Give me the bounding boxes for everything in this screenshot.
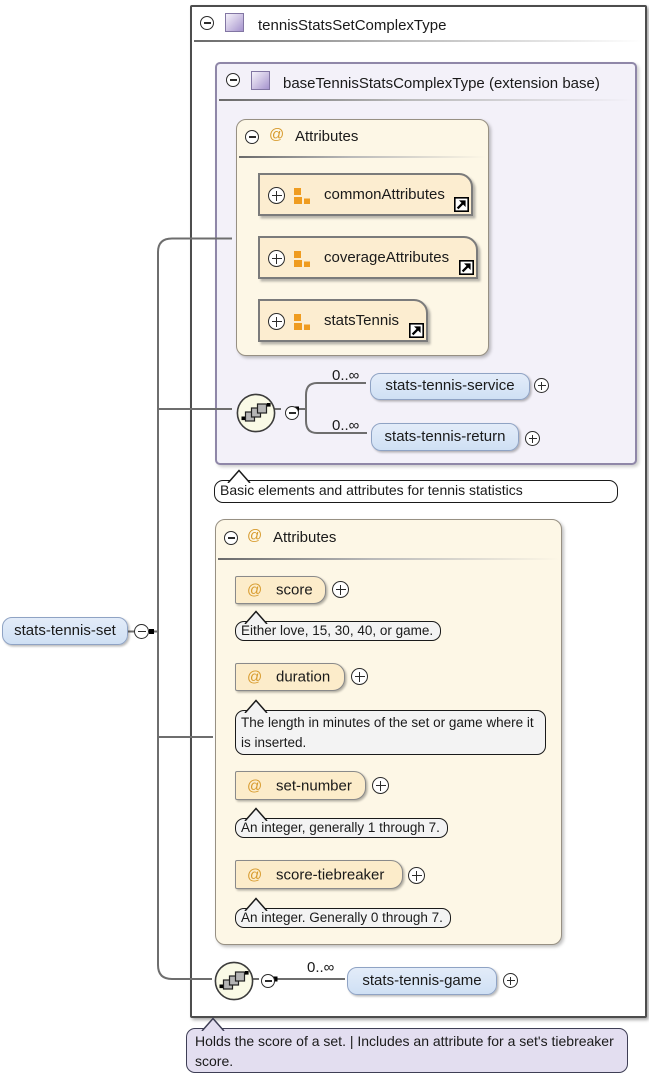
- expand-toggle-score[interactable]: [332, 581, 349, 598]
- cardinality-label: 0..∞: [332, 367, 360, 384]
- attribute-group-icon: [294, 188, 310, 204]
- attribute-set-number[interactable]: @ set-number: [235, 771, 366, 800]
- attribute-group-label: commonAttributes: [324, 186, 445, 203]
- at-icon: @: [269, 126, 285, 143]
- header-separator: [218, 558, 559, 560]
- complextype-icon: [251, 71, 270, 90]
- attribute-score[interactable]: @ score: [235, 576, 326, 604]
- expand-toggle[interactable]: [268, 313, 285, 330]
- at-icon: @: [247, 581, 263, 599]
- header-separator: [219, 99, 633, 101]
- at-icon: @: [247, 777, 263, 794]
- caption-text: Holds the score of a set. | Includes an …: [195, 1033, 614, 1069]
- expand-toggle-stats-tennis-service[interactable]: [534, 378, 549, 393]
- caption-text: Basic elements and attributes for tennis…: [220, 482, 523, 498]
- attribute-doc-duration: The length in minutes of the set or game…: [235, 699, 546, 755]
- at-icon: @: [247, 668, 263, 686]
- element-stats-tennis-game[interactable]: stats-tennis-game: [347, 967, 497, 995]
- collapse-toggle-root[interactable]: [200, 16, 214, 30]
- doc-text: An integer, generally 1 through 7.: [241, 820, 440, 835]
- attribute-label: duration: [276, 668, 331, 686]
- element-stats-tennis-return[interactable]: stats-tennis-return: [371, 423, 519, 451]
- header-separator: [194, 40, 643, 42]
- tooltip-pointer: [244, 610, 268, 624]
- complextype-container-tennisStatsSet: tennisStatsSetComplexType baseTennisStat…: [190, 5, 647, 1018]
- sequence-icon[interactable]: [236, 393, 276, 433]
- attribute-duration[interactable]: @ duration: [235, 663, 345, 691]
- doc-text: The length in minutes of the set or game…: [241, 715, 534, 750]
- collapse-toggle-stats-tennis-set[interactable]: [134, 624, 149, 639]
- base-type-caption: Basic elements and attributes for tennis…: [214, 469, 618, 503]
- header-separator: [239, 156, 486, 158]
- expand-toggle-duration[interactable]: [351, 668, 368, 685]
- at-icon: @: [247, 866, 263, 883]
- attribute-label: score: [276, 581, 313, 599]
- cardinality-label: 0..∞: [332, 417, 360, 434]
- attributes-box: @ Attributes @ score Either love, 15, 30…: [215, 519, 562, 945]
- expand-toggle-score-tiebreaker[interactable]: [408, 867, 425, 884]
- jump-to-definition-icon[interactable]: [454, 197, 469, 212]
- attributes-header: Attributes: [273, 529, 337, 546]
- complextype-icon: [225, 13, 244, 32]
- doc-text: Either love, 15, 30, 40, or game.: [241, 623, 434, 638]
- element-label: stats-tennis-service: [385, 377, 515, 394]
- cardinality-label: 0..∞: [307, 959, 335, 976]
- base-type-title: baseTennisStatsComplexType (extension ba…: [283, 75, 600, 92]
- attribute-group-commonAttributes[interactable]: commonAttributes: [258, 173, 473, 216]
- attribute-group-label: coverageAttributes: [324, 249, 450, 266]
- caption-pointer: [201, 1017, 225, 1031]
- element-label: stats-tennis-return: [384, 428, 506, 445]
- element-label: stats-tennis-game: [362, 972, 482, 989]
- attribute-groups-box: @ Attributes commonAttributes: [236, 119, 489, 356]
- attribute-doc-score: Either love, 15, 30, 40, or game.: [235, 610, 442, 641]
- attribute-score-tiebreaker[interactable]: @ score-tiebreaker: [235, 860, 403, 889]
- attribute-group-icon: [294, 314, 310, 330]
- doc-text: An integer. Generally 0 through 7.: [241, 910, 443, 925]
- element-caption: Holds the score of a set. | Includes an …: [186, 1017, 628, 1073]
- expand-toggle[interactable]: [268, 250, 285, 267]
- collapse-toggle-sequence[interactable]: [285, 406, 299, 420]
- attr-groups-header: Attributes: [295, 128, 359, 145]
- attribute-group-label: statsTennis: [324, 312, 400, 329]
- at-icon: @: [247, 527, 263, 544]
- complextype-container-base: baseTennisStatsComplexType (extension ba…: [215, 62, 637, 465]
- attribute-doc-score-tiebreaker: An integer. Generally 0 through 7.: [235, 897, 451, 928]
- sequence-icon[interactable]: [214, 961, 254, 1001]
- attribute-group-coverageAttributes[interactable]: coverageAttributes: [258, 236, 478, 279]
- collapse-toggle-sequence[interactable]: [261, 974, 275, 988]
- root-type-title: tennisStatsSetComplexType: [258, 17, 447, 34]
- element-stats-tennis-set[interactable]: stats-tennis-set: [2, 617, 128, 645]
- element-label: stats-tennis-set: [14, 622, 116, 639]
- attribute-label: score-tiebreaker: [276, 866, 385, 883]
- tooltip-pointer: [244, 699, 268, 713]
- collapse-toggle-base[interactable]: [226, 73, 240, 87]
- expand-toggle-set-number[interactable]: [372, 777, 389, 794]
- expand-toggle-stats-tennis-return[interactable]: [525, 431, 540, 446]
- tooltip-pointer: [244, 897, 268, 911]
- caption-pointer: [227, 469, 251, 483]
- attribute-doc-set-number: An integer, generally 1 through 7.: [235, 807, 448, 838]
- expand-toggle[interactable]: [268, 187, 285, 204]
- collapse-toggle-attr-groups[interactable]: [245, 130, 259, 144]
- expand-toggle-stats-tennis-game[interactable]: [503, 973, 518, 988]
- attribute-group-icon: [294, 251, 310, 267]
- collapse-toggle-attributes[interactable]: [224, 531, 238, 545]
- jump-to-definition-icon[interactable]: [459, 260, 474, 275]
- tooltip-pointer: [244, 807, 268, 821]
- element-stats-tennis-service[interactable]: stats-tennis-service: [370, 373, 530, 400]
- attribute-group-statsTennis[interactable]: statsTennis: [258, 299, 428, 342]
- jump-to-definition-icon[interactable]: [409, 323, 424, 338]
- attribute-label: set-number: [276, 777, 352, 794]
